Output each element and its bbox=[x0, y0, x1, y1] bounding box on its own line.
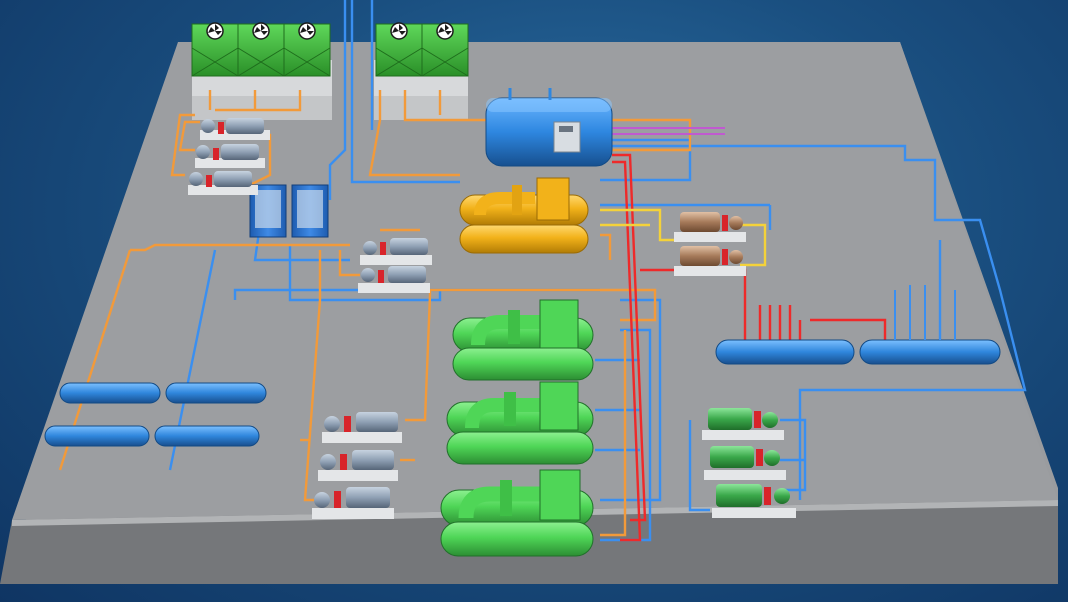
chiller-green bbox=[446, 381, 594, 465]
pump bbox=[674, 246, 746, 276]
pump-group-lower-left bbox=[312, 412, 402, 519]
pipes-blue bbox=[168, 0, 1027, 542]
pump bbox=[200, 118, 270, 140]
pump-group-brown bbox=[674, 212, 746, 276]
pump bbox=[702, 408, 784, 440]
water-headers-left bbox=[44, 382, 267, 447]
water-headers-right bbox=[715, 285, 1001, 365]
pump bbox=[358, 266, 430, 293]
pump bbox=[195, 144, 265, 168]
pump bbox=[674, 212, 746, 242]
plate-heat-exchangers bbox=[249, 184, 329, 238]
pump bbox=[712, 484, 796, 518]
chiller-yellow bbox=[459, 177, 589, 254]
pump-group-center bbox=[358, 238, 432, 293]
pipes-purple bbox=[612, 127, 725, 135]
cooling-tower-cell bbox=[191, 22, 239, 77]
cooling-tower-cell bbox=[283, 22, 331, 77]
pump-group-cooling bbox=[188, 118, 270, 195]
chiller-green bbox=[452, 299, 594, 381]
pump bbox=[360, 238, 432, 265]
pump-group-green bbox=[702, 408, 796, 518]
cooling-tower-cell bbox=[237, 22, 285, 77]
pump bbox=[312, 487, 394, 519]
cooling-tower-cell bbox=[421, 22, 469, 77]
pump bbox=[318, 450, 398, 481]
pump bbox=[704, 446, 786, 480]
boiler bbox=[485, 88, 613, 167]
chiller-green bbox=[440, 469, 594, 557]
cooling-tower-group-a bbox=[191, 22, 332, 120]
pump bbox=[188, 171, 258, 195]
cooling-tower-cell bbox=[375, 22, 423, 77]
cooling-tower-group-b bbox=[374, 22, 469, 120]
pump bbox=[322, 412, 402, 443]
